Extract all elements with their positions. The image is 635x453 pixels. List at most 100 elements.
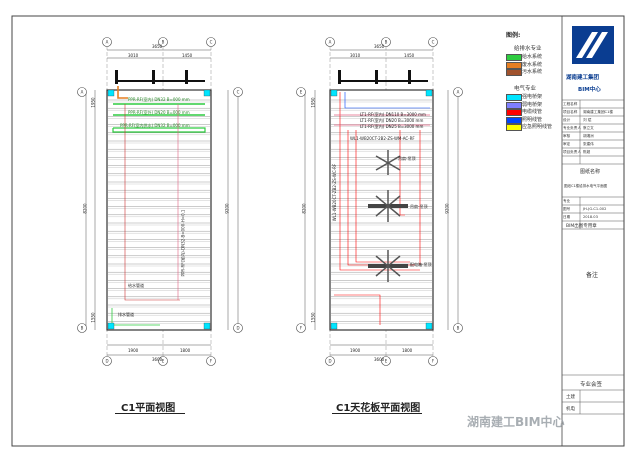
title-block-key: 审核 [563,133,571,138]
legend-label: 电缆线管 [522,109,543,115]
center-name: BIM中心 [578,87,601,93]
legend-label: 应急照明线管 [522,124,553,130]
title-block-value: JH-JG-C1-002 [583,206,607,211]
grid-bubble [158,356,168,366]
legend-swatch [506,61,522,69]
grid-bubble-label: A [106,40,109,45]
grid-bubble [325,356,335,366]
right-note-box: 配电箱-吊顶 [410,262,432,267]
legend-swatch [506,101,522,109]
right-note-c4: WL1-WB20CT-2B2-ZS-WM-AC-RF [350,136,415,141]
left-note-pipe1: PPR-RF(室内) DN32 B=000 mm [128,97,190,102]
title-block-key: 审定 [563,141,571,146]
grid-bubble [428,37,438,47]
left-top-dim-a: 3010 [128,53,139,58]
left-building-outline [106,89,212,331]
right-left-cable [334,294,381,325]
left-view-title: C1平面视图 [121,403,176,414]
grid-bubble-label: E [385,359,388,364]
left-side-dim-c: 1950 [90,97,96,108]
grid-bubble-label: F [210,359,213,364]
legend-swatch [506,69,522,76]
grid-bubble [381,356,391,366]
legend-swatch [506,109,522,116]
grid-bubble [102,37,112,47]
left-title-underline [115,413,185,414]
grid-bubble-label: A [457,90,460,95]
remark-label: 备注 [586,272,599,279]
grid-bubble [233,323,243,333]
grid-bubble [77,323,87,333]
grid-bubble-label: C [237,90,240,95]
legend-swatch [506,116,522,124]
title-block-value: 刘 斌 [583,117,592,122]
legend-label: 照明线管 [522,116,543,123]
right-red-cable-4 [399,130,405,216]
title-block-key: 项目负责人 [563,149,581,154]
drawing-name: 图纸C1楼给排水电气平面图 [564,184,608,188]
right-top-dim-total: 3650 [374,44,385,49]
right-side-dim-d: 1550 [310,312,316,323]
left-plan-view [85,40,239,365]
sign-title: 专业会签 [580,382,603,388]
grid-bubble [428,356,438,366]
left-top-dim-total: 3650 [152,44,163,49]
ceiling-fan-1 [368,190,408,222]
legend-water-title: 给排水专业 [514,46,542,52]
title-block-key: 项目名称 [563,109,578,114]
left-water-pipe-3 [112,127,206,133]
right-building-outline [329,89,434,331]
company-logo [572,26,614,64]
grid-bubble [206,356,216,366]
title-block-key: 专业负责人 [563,125,581,130]
grid-bubble [233,87,243,97]
title-block-key: 日期 [563,214,571,219]
grid-bubble [381,37,391,47]
left-note-tag1: 给水管道 [128,283,144,288]
legend-title: 图例: [506,32,521,39]
right-note-riser: WL1-WB20CT-ZB2-ZS-WC-RF [332,163,338,222]
title-block-value: 张建伟 [583,141,594,146]
title-block-value: 胡湘洲 [583,133,594,138]
left-bottom-dim-b: 1800 [180,348,191,353]
left-note-riser: PPR-RF(室内)-DN32-B=000-H=0.1 [180,209,186,277]
right-bottom-dim-a: 1900 [350,348,361,353]
left-note-pipe3: PPR-RF(室内供水) DN32 B=000 mm [120,123,190,128]
title-block-value: 蔡立文 [583,125,594,130]
legend-label: 给水系统 [522,54,543,60]
grid-bubble-label: E [162,359,165,364]
right-note-c1: LT1-RF(室内) DN110 B=3000 mm [360,112,426,117]
left-note-pipe2: PPR-RF(室外) DN20 B=000 mm [128,110,190,115]
grid-bubble-label: F [432,359,435,364]
right-bottom-dim-b: 1800 [402,348,413,353]
title-block-key: 设计 [563,117,571,122]
grid-bubble-label: B [162,40,165,45]
legend-swatch [506,94,522,101]
grid-bubble-label: B [385,40,388,45]
legend-elec-title: 电气专业 [514,86,537,92]
right-ceiling-view [304,40,459,365]
left-orange-pipe [117,86,128,99]
grid-bubble [296,323,306,333]
right-note-fan: 吊扇-吊顶 [410,204,428,209]
sign-row-civil: 土建 [566,395,575,400]
title-block-value: 湖南建工集团C1楼 [583,109,613,114]
grid-bubble [158,37,168,47]
right-side-dim-c: 1950 [310,97,316,108]
left-bottom-dim-total: 3600 [152,357,163,362]
grid-bubble [77,87,87,97]
right-note-c2: LT1-RF(室内) DN20 B=3000 mm [360,118,424,123]
title-block-lines [562,99,624,415]
right-blue-cable [344,92,430,109]
right-top-dim-b: 1450 [404,53,415,58]
title-block-key: 专业 [563,198,571,203]
grid-bubble-label: D [328,359,331,364]
right-view-title: C1天花板平面视图 [336,403,421,414]
grid-bubble-label: D [105,359,108,364]
right-title-underline [332,413,422,414]
legend-swatch [506,124,522,131]
legend-label: 废水系统 [522,61,543,68]
legend-label: 弱电桥架 [522,101,543,108]
legend-label: 强电桥架 [522,94,543,100]
